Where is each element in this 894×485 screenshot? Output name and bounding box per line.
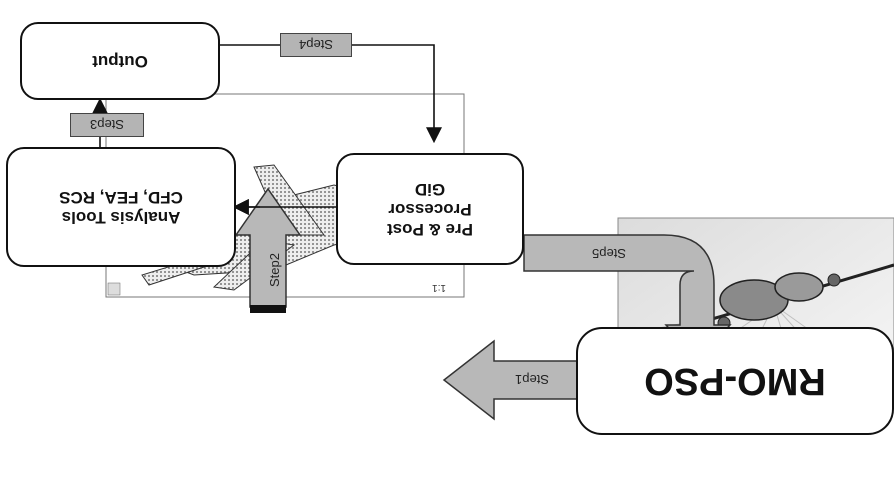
- pre-post-processor-label: Pre & Post Processor GiD: [387, 180, 473, 239]
- rmo-pso-box: RMO-PSO: [576, 327, 894, 435]
- output-label: Output: [92, 52, 148, 71]
- step5-label: Step5: [592, 246, 626, 262]
- rmo-pso-label: RMO-PSO: [644, 360, 826, 403]
- step2-label: Step2: [266, 253, 282, 287]
- step4-label: Step4: [280, 33, 352, 57]
- pre-post-processor-box: Pre & Post Processor GiD: [336, 153, 524, 265]
- aircraft-model-scale-mark: 1:1: [432, 282, 446, 293]
- step2-arrow: [234, 187, 302, 313]
- analysis-tools-box: Analysis Tools CFD, FEA, RCS: [6, 147, 236, 267]
- analysis-tools-label: Analysis Tools CFD, FEA, RCS: [59, 188, 183, 227]
- output-box: Output: [20, 22, 220, 100]
- step3-label: Step3: [70, 113, 144, 137]
- step1-label: Step1: [515, 372, 549, 388]
